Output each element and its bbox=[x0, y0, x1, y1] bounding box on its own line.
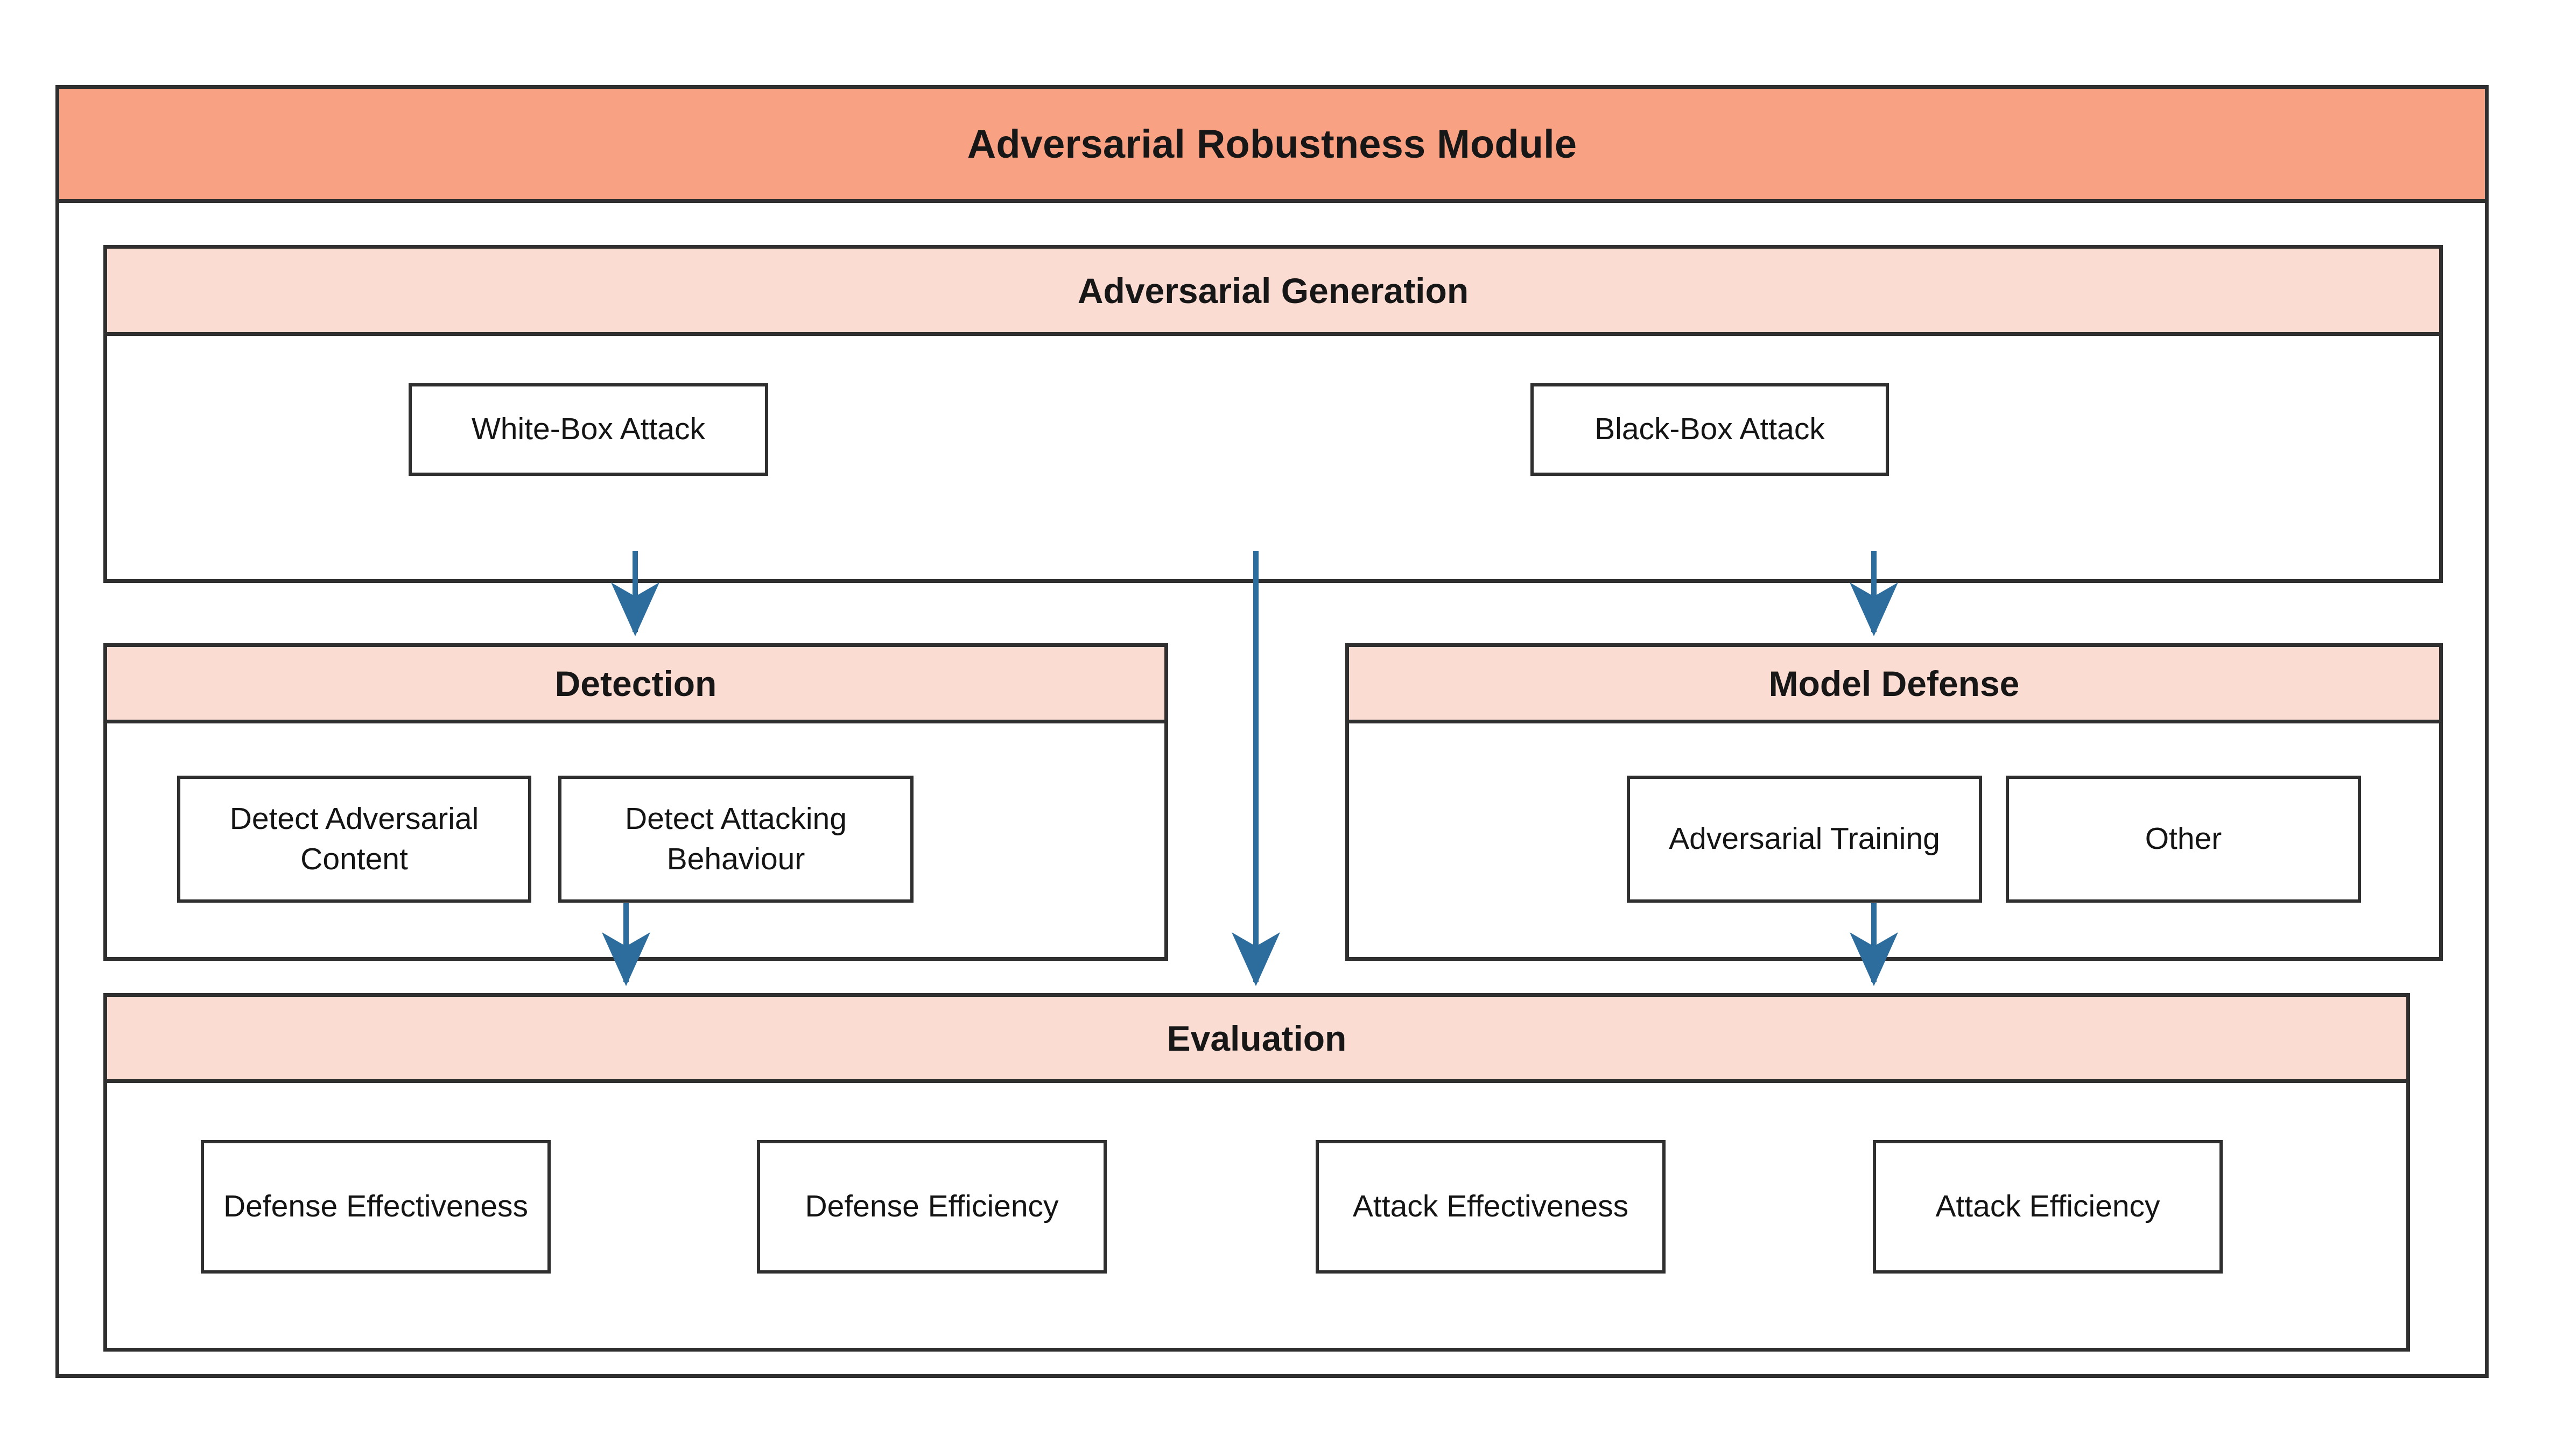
node-attack-effectiveness[interactable]: Attack Effectiveness bbox=[1316, 1140, 1666, 1274]
node-detect-adversarial-content[interactable]: Detect Adversarial Content bbox=[177, 776, 531, 903]
node-other[interactable]: Other bbox=[2006, 776, 2361, 903]
section-header-evaluation: Evaluation bbox=[107, 997, 2406, 1083]
section-header-detection: Detection bbox=[107, 647, 1164, 723]
node-defense-efficiency[interactable]: Defense Efficiency bbox=[757, 1140, 1107, 1274]
node-adversarial-training[interactable]: Adversarial Training bbox=[1627, 776, 1982, 903]
node-attack-efficiency[interactable]: Attack Efficiency bbox=[1873, 1140, 2223, 1274]
section-model-defense: Model Defense Adversarial Training Other bbox=[1345, 643, 2443, 961]
section-evaluation: Evaluation Defense Effectiveness Defense… bbox=[103, 993, 2410, 1352]
node-detect-attacking-behaviour[interactable]: Detect Attacking Behaviour bbox=[558, 776, 914, 903]
section-header-model-defense: Model Defense bbox=[1349, 647, 2439, 723]
module-title: Adversarial Robustness Module bbox=[59, 89, 2485, 203]
adversarial-robustness-module: Adversarial Robustness Module Adversaria… bbox=[55, 85, 2489, 1378]
section-body-detection: Detect Adversarial Content Detect Attack… bbox=[107, 723, 1164, 957]
section-body-evaluation: Defense Effectiveness Defense Efficiency… bbox=[107, 1083, 2406, 1348]
section-adversarial-generation: Adversarial Generation White-Box Attack … bbox=[103, 245, 2443, 583]
node-black-box-attack[interactable]: Black-Box Attack bbox=[1530, 383, 1889, 476]
section-body-adversarial-generation: White-Box Attack Black-Box Attack bbox=[107, 336, 2439, 579]
section-detection: Detection Detect Adversarial Content Det… bbox=[103, 643, 1168, 961]
section-header-adversarial-generation: Adversarial Generation bbox=[107, 249, 2439, 336]
section-body-model-defense: Adversarial Training Other bbox=[1349, 723, 2439, 957]
node-white-box-attack[interactable]: White-Box Attack bbox=[409, 383, 768, 476]
node-defense-effectiveness[interactable]: Defense Effectiveness bbox=[201, 1140, 551, 1274]
